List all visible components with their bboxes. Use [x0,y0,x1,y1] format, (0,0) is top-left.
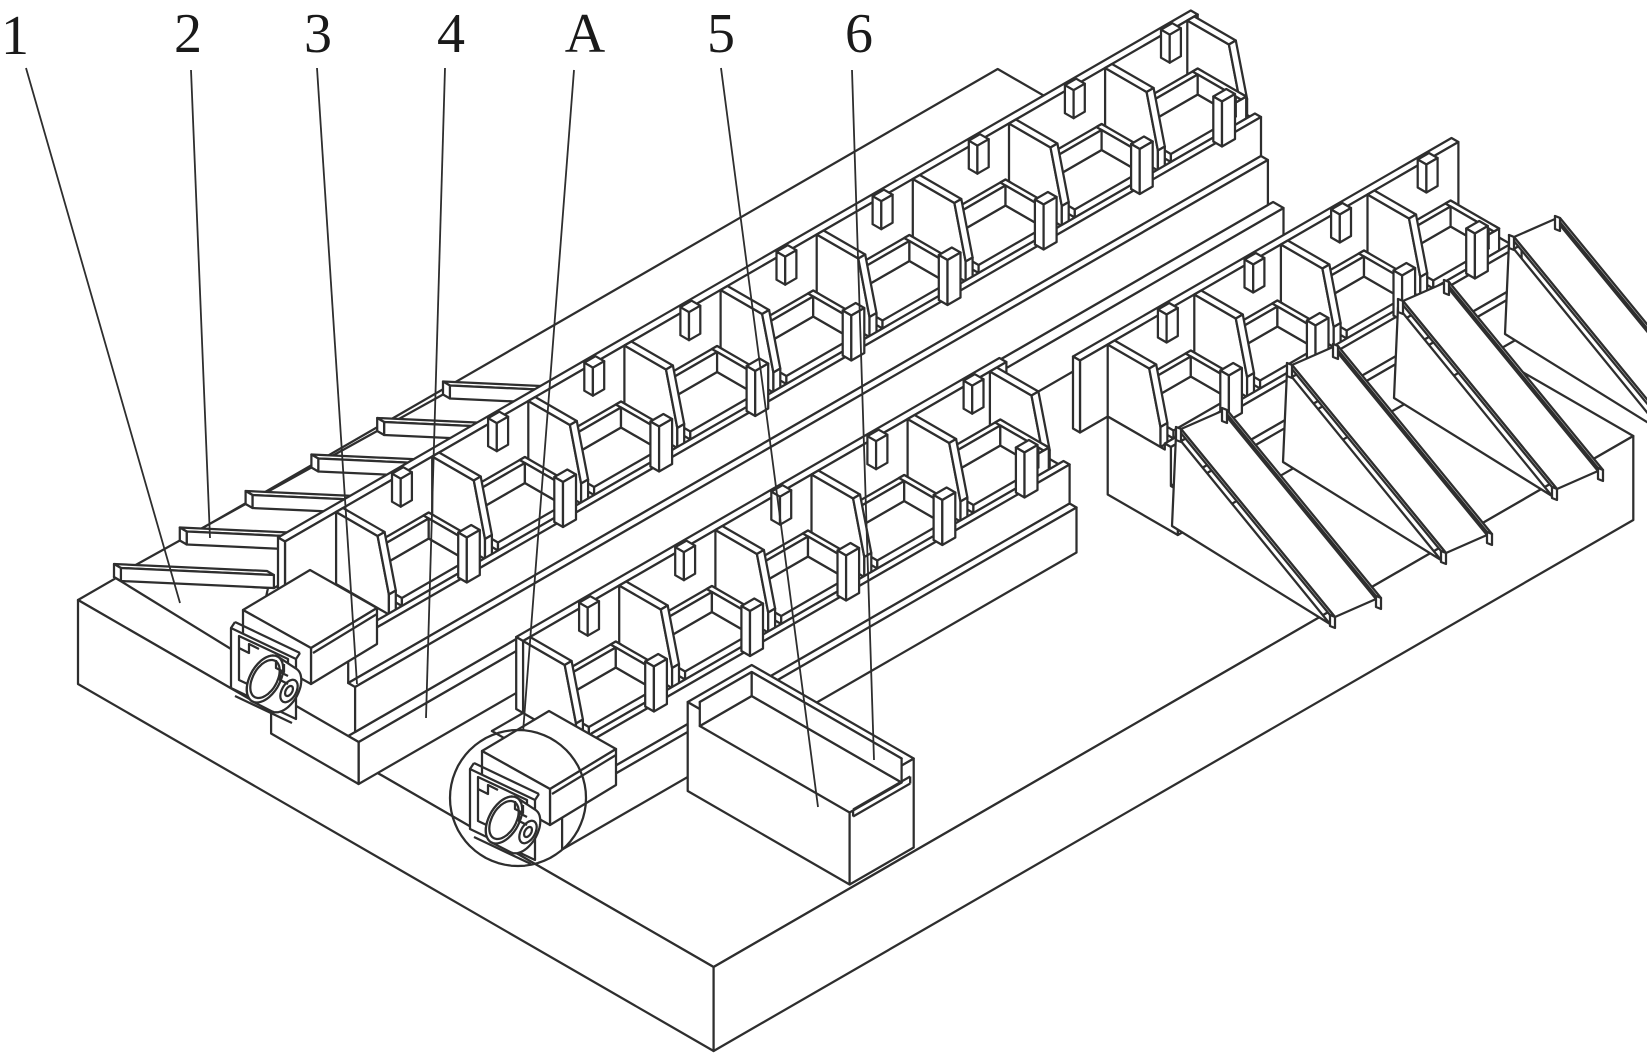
svg-text:4: 4 [437,3,465,65]
svg-text:A: A [565,3,606,65]
svg-text:5: 5 [707,3,735,65]
svg-text:2: 2 [174,3,202,65]
svg-text:1: 1 [1,5,29,67]
svg-text:6: 6 [845,3,873,65]
svg-text:3: 3 [304,3,332,65]
